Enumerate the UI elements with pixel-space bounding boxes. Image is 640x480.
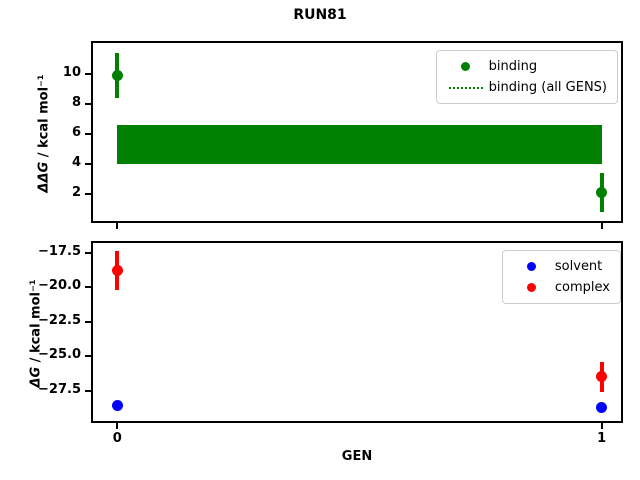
y-tick-label: −17.5 <box>38 243 81 259</box>
y-tick-label: 2 <box>71 185 81 201</box>
figure-title: RUN81 <box>293 7 347 23</box>
uncertainty-band-binding-all-gens- <box>117 125 602 165</box>
legend-item: binding (all GENS) <box>443 77 607 98</box>
legend-marker-dot <box>509 283 555 292</box>
y-tick-mark <box>85 286 91 289</box>
dot-marker-icon <box>461 62 471 71</box>
y-tick-mark <box>85 133 91 136</box>
legend-marker-dot <box>443 62 489 71</box>
y-tick-label: 10 <box>62 65 81 81</box>
data-point-binding-gen0 <box>111 70 123 82</box>
legend-label: binding <box>488 59 538 74</box>
y-axis-label-top-units: / kcal mol⁻¹ <box>36 74 52 162</box>
dotted-line-icon <box>448 86 483 89</box>
dot-marker-icon <box>527 262 537 271</box>
y-tick-label: 4 <box>71 155 81 171</box>
data-point-solvent-gen1 <box>596 401 608 413</box>
x-tick-mark <box>600 423 603 429</box>
y-tick-label: 6 <box>71 125 81 141</box>
y-tick-mark <box>85 320 91 323</box>
data-point-complex-gen0 <box>111 265 123 277</box>
data-point-binding-gen1 <box>596 187 608 199</box>
axes-frame-0 <box>91 41 623 223</box>
x-tick-mark <box>116 423 119 429</box>
data-point-complex-gen1 <box>596 371 608 383</box>
y-tick-mark <box>85 355 91 358</box>
axes-frame-1 <box>91 241 623 423</box>
legend-label: solvent <box>554 259 603 274</box>
legend-solvent-complex: solvent complex <box>501 250 621 304</box>
legend-marker-dot <box>509 262 555 271</box>
y-tick-label: 8 <box>71 95 81 111</box>
x-tick-label: 0 <box>112 431 122 446</box>
legend-item: binding <box>443 56 607 77</box>
y-tick-mark <box>85 193 91 196</box>
legend-binding: binding binding (all GENS) <box>435 50 618 104</box>
legend-label: complex <box>554 280 610 295</box>
y-tick-mark <box>85 389 91 392</box>
y-tick-mark <box>85 73 91 76</box>
y-tick-mark <box>85 103 91 106</box>
y-tick-label: −20.0 <box>38 278 81 294</box>
y-tick-mark <box>85 251 91 254</box>
x-tick-mark <box>600 223 603 229</box>
legend-item: complex <box>509 277 610 298</box>
legend-item: solvent <box>509 256 610 277</box>
y-tick-label: −25.0 <box>38 347 81 363</box>
data-point-solvent-gen0 <box>111 400 123 412</box>
dot-marker-icon <box>527 283 537 292</box>
y-tick-mark <box>85 163 91 166</box>
y-tick-label: −22.5 <box>38 312 81 328</box>
x-tick-mark <box>116 223 119 229</box>
x-tick-label: 1 <box>597 431 607 446</box>
y-tick-label: −27.5 <box>38 381 81 397</box>
legend-label: binding (all GENS) <box>488 80 607 95</box>
x-axis-label: GEN <box>341 449 373 464</box>
legend-marker-dotted-line <box>443 86 489 89</box>
